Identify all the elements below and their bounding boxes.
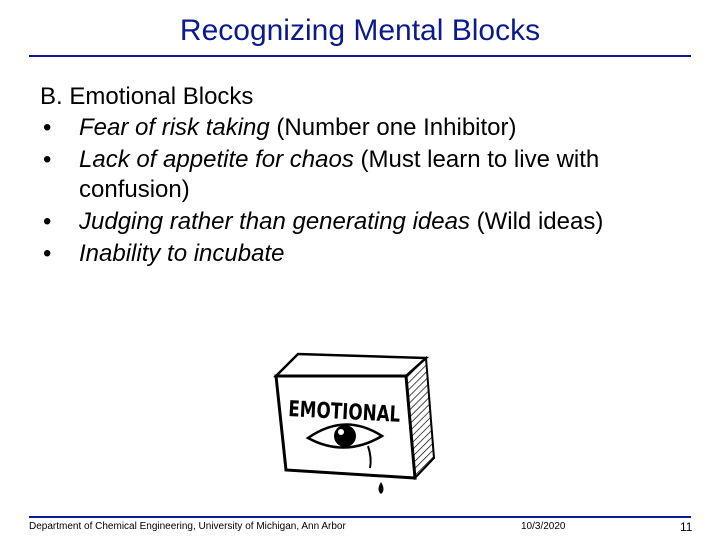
- bullet-emphasis: Fear of risk taking: [79, 114, 270, 141]
- bullet-item: • Judging rather than generating ideas (W…: [40, 207, 680, 237]
- emotional-box-eye-illustration: EMOTIONAL: [272, 352, 436, 494]
- bullet-emphasis: Judging rather than generating ideas: [79, 208, 470, 235]
- bullet-item: • Lack of appetite for chaos (Must learn …: [40, 145, 680, 205]
- bullet-item: • Inability to incubate: [40, 239, 680, 269]
- footer-department: Department of Chemical Engineering, Univ…: [29, 521, 346, 532]
- bullet-note: (Number one Inhibitor): [269, 114, 517, 141]
- bullet-note: (Wild ideas): [469, 208, 604, 235]
- bullet-list: • Fear of risk taking (Number one Inhibit…: [40, 113, 680, 269]
- bullet-emphasis: Inability to incubate: [79, 240, 285, 267]
- title-divider: [29, 55, 691, 57]
- page-number: 11: [680, 520, 693, 534]
- section-heading: B. Emotional Blocks: [40, 83, 254, 110]
- bullet-marker: •: [43, 146, 52, 173]
- slide-title: Recognizing Mental Blocks: [179, 14, 541, 47]
- bullet-note: (Must learn to live with confusion): [79, 146, 600, 203]
- footer-divider: [29, 516, 691, 518]
- bullet-marker: •: [43, 240, 52, 267]
- box-label: EMOTIONAL: [288, 397, 401, 428]
- bullet-marker: •: [43, 114, 52, 141]
- footer-date: 10/3/2020: [521, 521, 566, 532]
- bullet-marker: •: [43, 208, 52, 235]
- bullet-emphasis: Lack of appetite for chaos: [79, 146, 354, 173]
- slide-body: B. Emotional Blocks • Fear of risk taking…: [40, 82, 680, 271]
- bullet-item: • Fear of risk taking (Number one Inhibit…: [40, 113, 680, 143]
